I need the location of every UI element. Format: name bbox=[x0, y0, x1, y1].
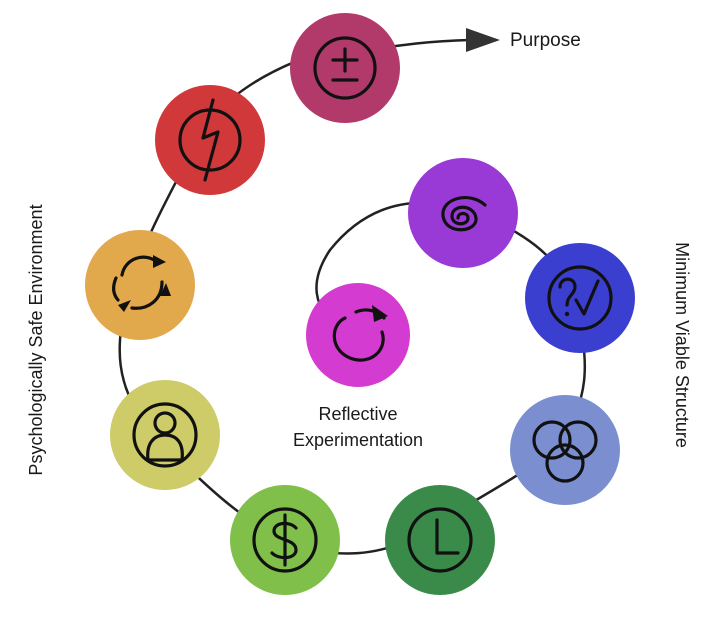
node-dollar bbox=[230, 485, 340, 595]
person-icon bbox=[132, 402, 198, 468]
left-axis-label: Psychologically Safe Environment bbox=[26, 204, 46, 475]
refresh-arrow-icon bbox=[332, 305, 388, 362]
node-person bbox=[110, 380, 220, 490]
node-circle bbox=[85, 230, 195, 340]
node-spiral bbox=[408, 158, 518, 268]
lightning-bolt-icon bbox=[178, 98, 242, 182]
node-cycle bbox=[85, 230, 195, 340]
dollar-icon bbox=[252, 507, 318, 573]
center-label-line2: Experimentation bbox=[293, 430, 423, 450]
node-circle bbox=[155, 85, 265, 195]
clock-icon bbox=[407, 507, 473, 573]
cycle-arrows-icon bbox=[112, 255, 171, 312]
plus-minus-icon bbox=[313, 36, 377, 100]
purpose-label: Purpose bbox=[510, 30, 581, 51]
spiral-icon bbox=[441, 196, 487, 232]
node-circle bbox=[510, 395, 620, 505]
center-label-line1: Reflective bbox=[318, 404, 397, 424]
node-rings bbox=[510, 395, 620, 505]
right-axis-label: Minimum Viable Structure bbox=[672, 242, 692, 448]
node-question-check bbox=[525, 243, 635, 353]
question-check-icon bbox=[547, 265, 613, 331]
node-circle bbox=[525, 243, 635, 353]
node-plus-minus bbox=[290, 13, 400, 123]
purpose-arrowhead bbox=[466, 28, 500, 52]
node-lightning bbox=[155, 85, 265, 195]
interlocking-rings-icon bbox=[532, 420, 598, 483]
node-circle bbox=[385, 485, 495, 595]
node-circle bbox=[306, 283, 410, 387]
node-clock bbox=[385, 485, 495, 595]
node-refresh bbox=[306, 283, 410, 387]
